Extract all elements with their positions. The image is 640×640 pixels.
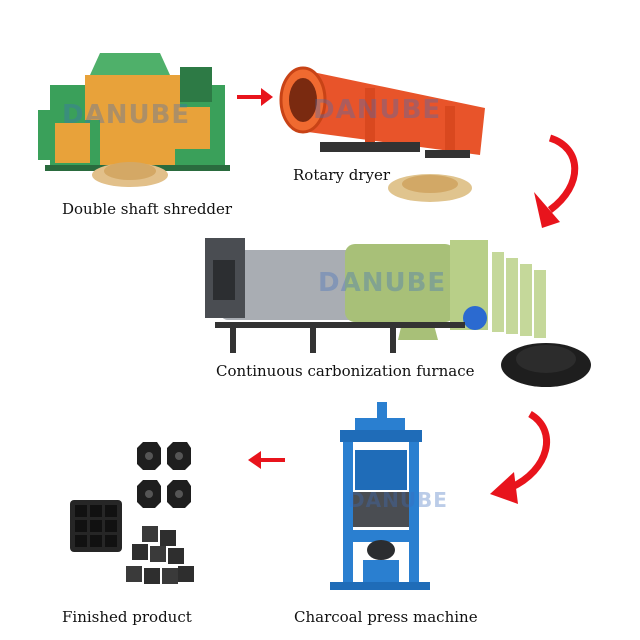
product-label: Finished product bbox=[62, 608, 192, 626]
watermark-furnace: DANUBE bbox=[318, 268, 447, 298]
shredder-image bbox=[30, 45, 240, 195]
curved-arrow-down-left-icon bbox=[490, 410, 550, 504]
charcoal-powder-image bbox=[498, 335, 594, 390]
dryer-image bbox=[275, 60, 500, 210]
charcoal-tray-image bbox=[68, 498, 124, 554]
furnace-image bbox=[200, 230, 550, 360]
arrow-left-icon bbox=[248, 451, 285, 469]
charcoal-cubes-image bbox=[122, 522, 196, 592]
furnace-label: Continuous carbonization furnace bbox=[216, 362, 475, 380]
dryer-label: Rotary dryer bbox=[293, 166, 391, 184]
curved-arrow-down-icon bbox=[534, 134, 579, 228]
briquettes-image bbox=[135, 440, 195, 520]
press-label: Charcoal press machine bbox=[294, 608, 478, 626]
watermark-dryer: DANUBE bbox=[313, 95, 442, 125]
shredder-label: Double shaft shredder bbox=[62, 200, 233, 218]
arrow-right-icon bbox=[237, 88, 273, 106]
watermark-press: DANUBE bbox=[348, 488, 448, 512]
watermark-shredder: DANUBE bbox=[62, 100, 191, 130]
press-image bbox=[325, 400, 435, 595]
